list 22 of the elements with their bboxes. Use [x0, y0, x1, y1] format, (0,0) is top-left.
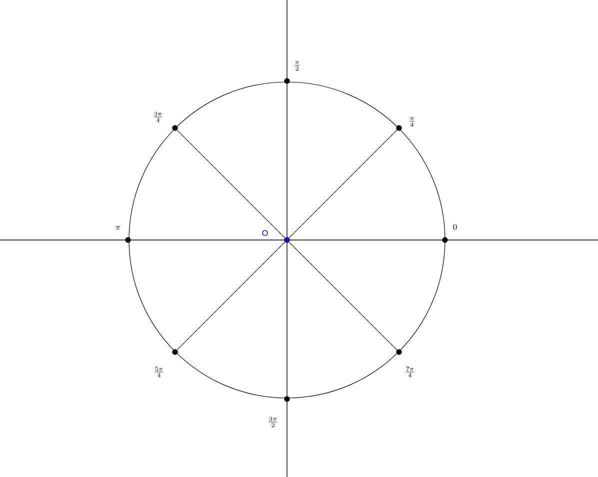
node-label: $\frac{\pi}{2}$ [294, 62, 300, 70]
point: $\frac{\pi}{2}$ [284, 62, 300, 84]
radius-line [176, 130, 286, 238]
node-label: $0$ [453, 224, 457, 230]
point: $\mathrm{O}$ [262, 230, 290, 243]
point: $\frac{7\pi}{4}$ [396, 349, 414, 378]
point: $\frac{\pi}{4}$ [396, 118, 414, 131]
point: $\frac{3\pi}{2}$ [268, 396, 290, 428]
radius-line [288, 242, 398, 350]
node-label: $\mathrm{O}$ [262, 230, 268, 236]
radius-line [288, 130, 398, 238]
point: $\pi$ [116, 226, 131, 243]
point: $\frac{5\pi}{4}$ [154, 349, 178, 378]
node-label: $\frac{7\pi}{4}$ [406, 366, 414, 378]
node-label: $\frac{3\pi}{4}$ [154, 112, 162, 122]
node-label: $\frac{3\pi}{2}$ [268, 416, 278, 428]
radius-line [176, 242, 286, 350]
node-label: $\frac{5\pi}{4}$ [154, 366, 164, 378]
node-label: $\pi$ [116, 226, 120, 230]
point: $\frac{3\pi}{4}$ [154, 112, 178, 131]
point: $0$ [442, 224, 457, 243]
node-label: $\frac{\pi}{4}$ [410, 118, 414, 126]
